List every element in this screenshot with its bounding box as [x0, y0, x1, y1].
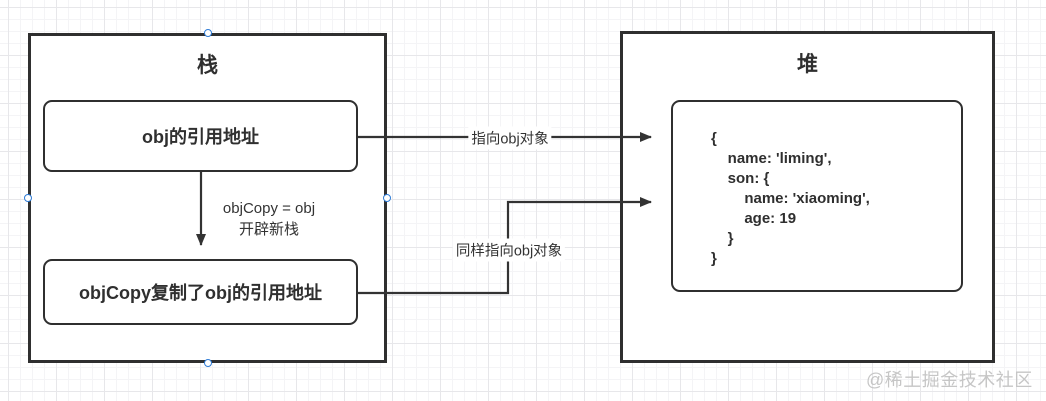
heap-object-code: { name: 'liming', son: { name: 'xiaoming… [711, 130, 870, 267]
node-objcopy-reference-label: objCopy复制了obj的引用地址 [79, 283, 322, 303]
node-obj-reference[interactable]: obj的引用地址 [43, 100, 358, 172]
selection-handle-right[interactable] [383, 194, 391, 202]
edge-label-objcopy-assignment-line1: objCopy = obj [222, 200, 316, 217]
edge-label-points-to-obj: 指向obj对象 [468, 126, 552, 150]
juejin-watermark: @稀土掘金技术社区 [866, 370, 1033, 390]
heap-title: 堆 [797, 53, 818, 76]
node-objcopy-reference[interactable]: objCopy复制了obj的引用地址 [43, 259, 358, 325]
selection-handle-top[interactable] [204, 29, 212, 37]
node-obj-reference-label: obj的引用地址 [142, 127, 259, 147]
edge-label-also-points-to-obj: 同样指向obj对象 [452, 238, 566, 262]
edge-label-objcopy-assignment-line2: 开辟新栈 [238, 221, 299, 238]
node-heap-object[interactable]: { name: 'liming', son: { name: 'xiaoming… [671, 100, 963, 292]
selection-handle-bottom[interactable] [204, 359, 212, 367]
stack-title: 栈 [197, 54, 218, 77]
selection-handle-left[interactable] [24, 194, 32, 202]
edge-label-objcopy-assignment: objCopy = obj 开辟新栈 [223, 198, 315, 240]
